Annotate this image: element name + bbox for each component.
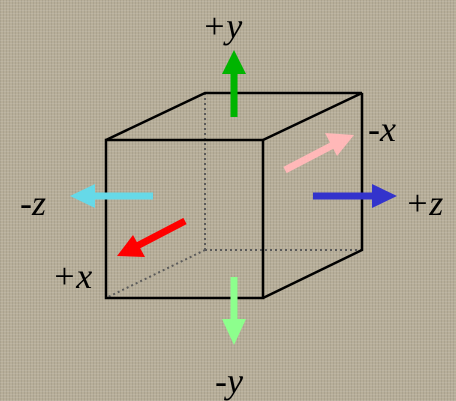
arrow-pos-x-shaft (135, 217, 187, 250)
arrow-pos-z-head (372, 184, 397, 208)
arrow-neg-z-head (70, 184, 95, 208)
cube-visible-edges (104, 91, 364, 300)
arrow-neg-z (70, 184, 153, 208)
arrow-pos-y (222, 50, 246, 117)
axis-arrows (70, 50, 397, 345)
arrow-pos-y-head (222, 50, 246, 74)
arrow-neg-x-head (325, 133, 354, 156)
arrow-pos-x-head (117, 235, 145, 257)
label-pos-x: +x (52, 256, 92, 296)
cube-right-face (262, 93, 364, 300)
label-neg-x: -x (368, 109, 396, 149)
hidden-edge-diagonal (105, 249, 206, 299)
label-neg-z: -z (20, 183, 46, 223)
label-pos-z: +z (405, 183, 443, 223)
label-neg-y: -y (215, 361, 243, 401)
arrow-pos-z (313, 184, 397, 208)
cube-front-face (104, 138, 265, 300)
label-pos-y: +y (202, 6, 242, 46)
arrow-pos-x (117, 217, 187, 257)
cube-hidden-edges (105, 93, 362, 299)
cube-top-face (105, 91, 363, 142)
arrow-neg-x (283, 133, 354, 174)
axis-labels: +y -y -x +z -z +x (20, 6, 443, 401)
arrow-neg-y-head (222, 319, 246, 345)
arrow-neg-x-shaft (283, 141, 335, 174)
arrow-neg-y (222, 277, 246, 345)
